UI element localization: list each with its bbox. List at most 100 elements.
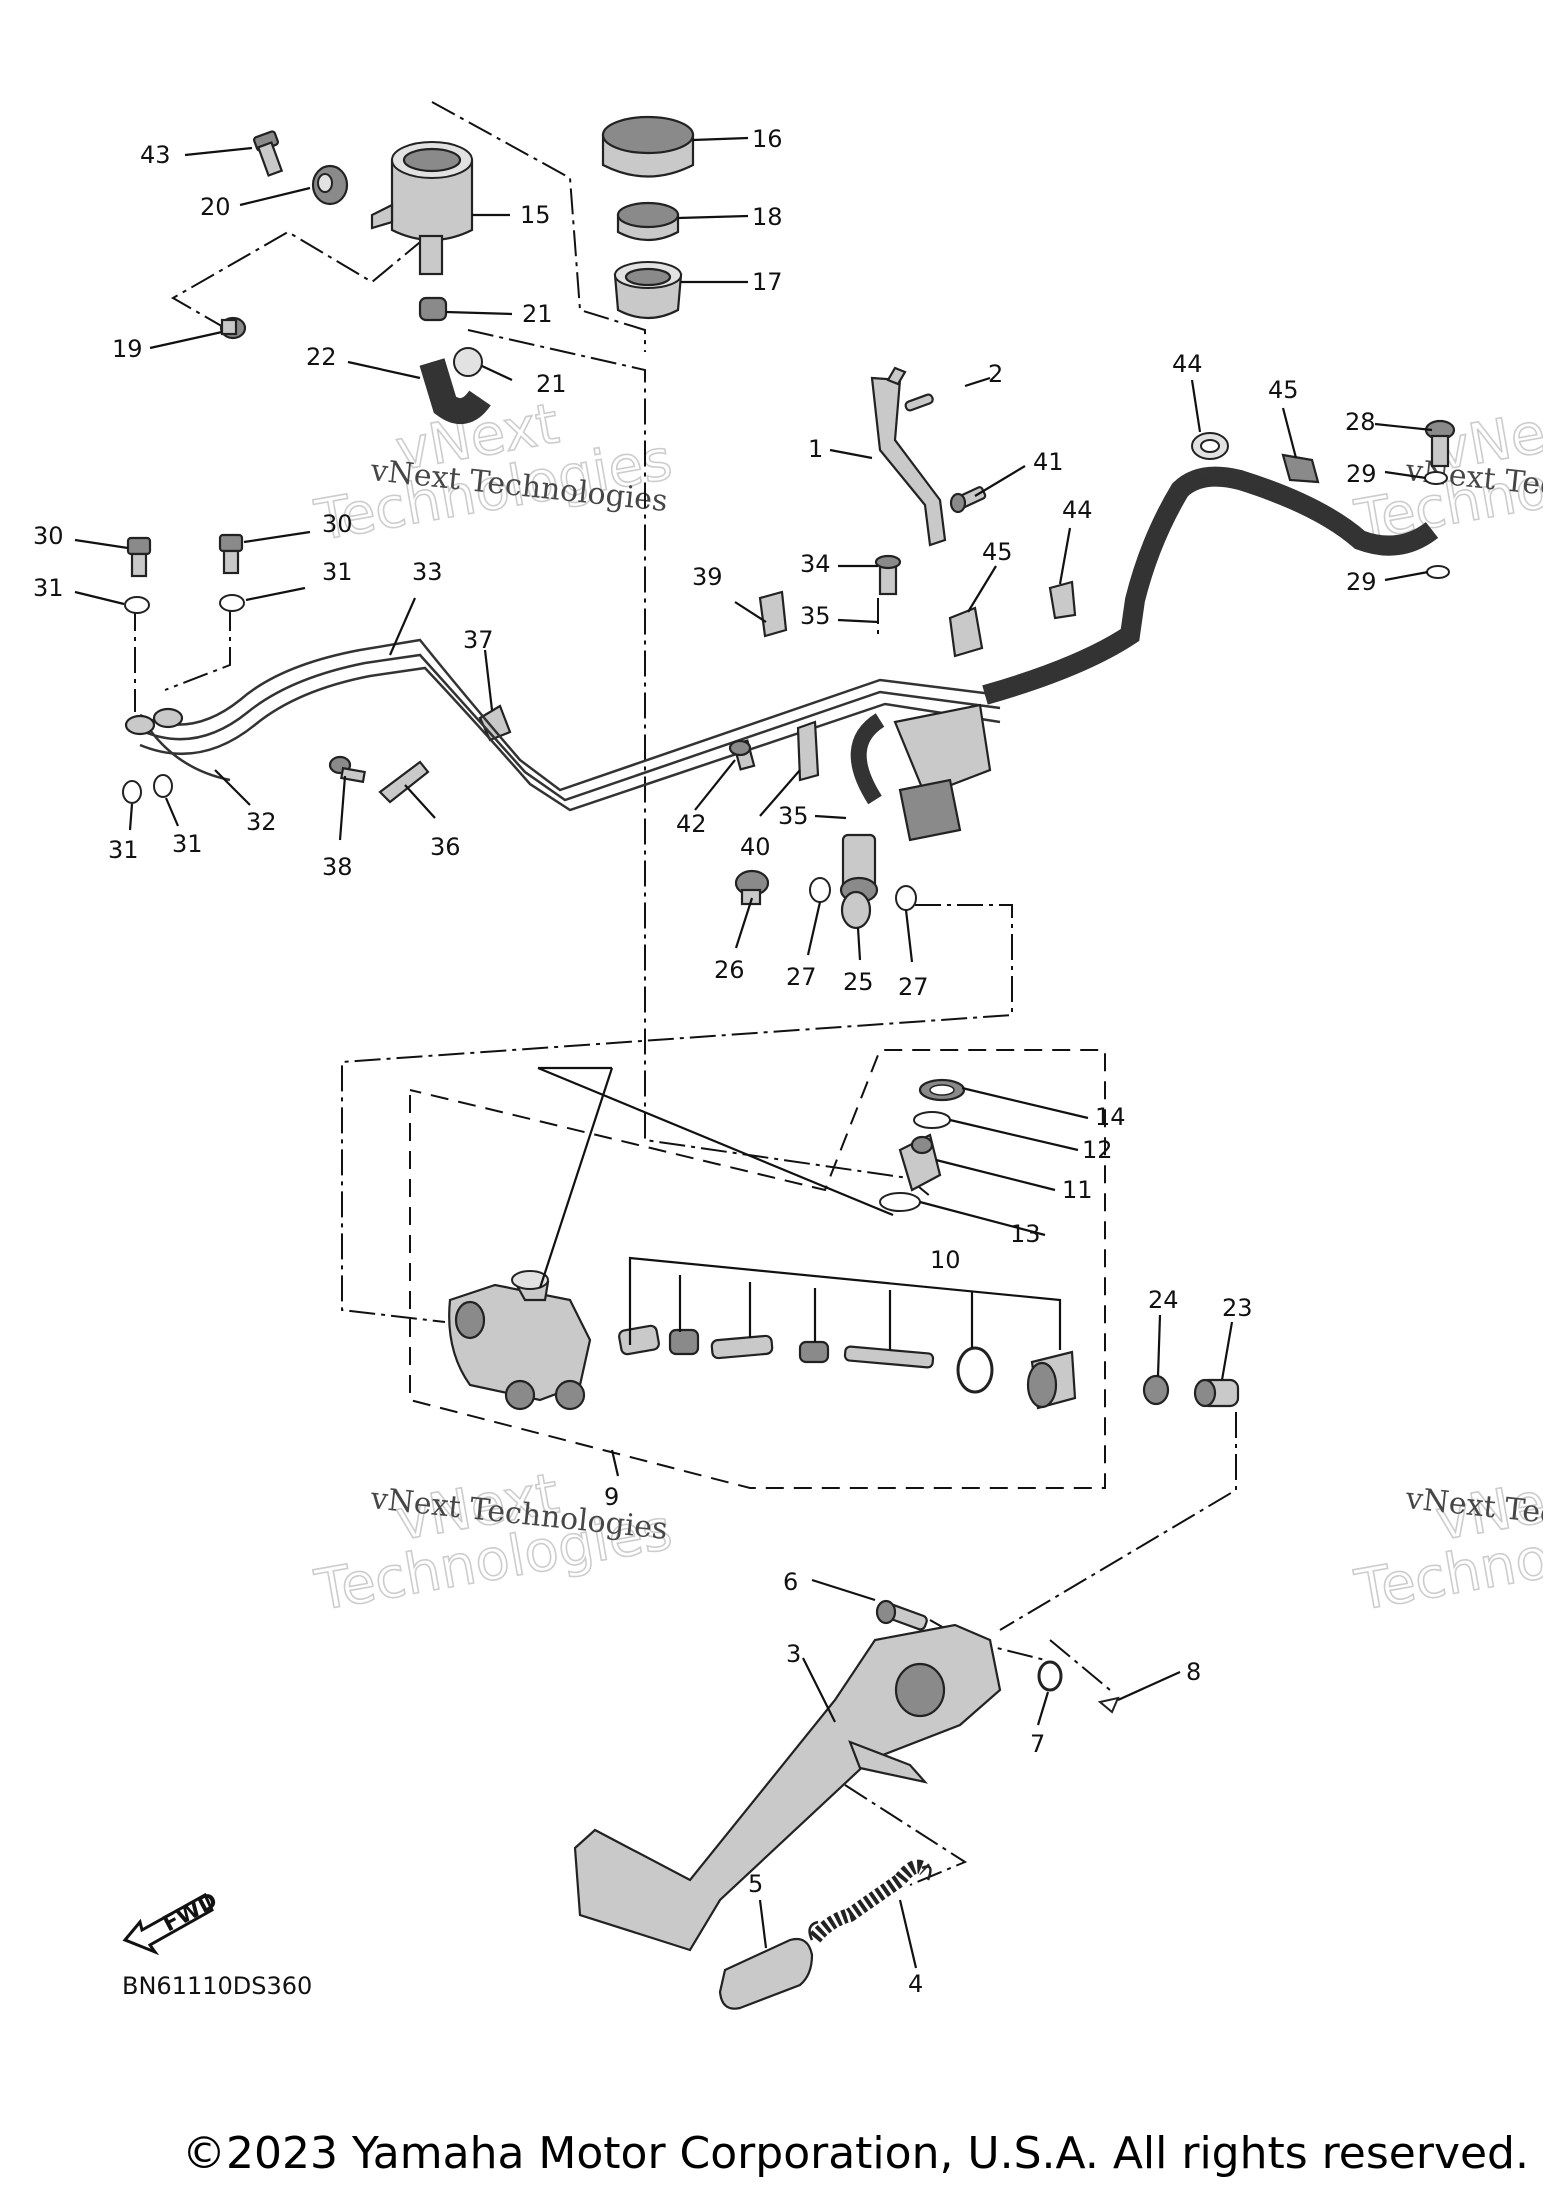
bolt-19 xyxy=(219,316,247,340)
callout-26: 26 xyxy=(714,956,745,984)
callout-36: 36 xyxy=(430,833,461,861)
reservoir-cap-16 xyxy=(601,115,695,178)
callout-31d: 31 xyxy=(172,830,203,858)
grommet-20 xyxy=(311,164,349,206)
pin-2 xyxy=(904,393,934,412)
joint-block xyxy=(850,703,992,842)
bolt-38 xyxy=(328,755,366,784)
callout-28: 28 xyxy=(1345,408,1376,436)
callout-45b: 45 xyxy=(982,538,1013,566)
callout-33: 33 xyxy=(412,558,443,586)
washer-31b xyxy=(219,594,245,612)
kit-boot xyxy=(1026,1350,1077,1410)
kit-seal xyxy=(798,1340,830,1364)
callout-30b: 30 xyxy=(322,510,353,538)
hose-fitting-35 xyxy=(839,833,879,904)
callout-31a: 31 xyxy=(33,574,64,602)
washer-7 xyxy=(1037,1660,1063,1692)
callout-35a: 35 xyxy=(800,602,831,630)
bolt-42 xyxy=(728,739,756,771)
union-bolt-25 xyxy=(840,890,872,930)
callout-20: 20 xyxy=(200,193,231,221)
callout-31c: 31 xyxy=(108,836,139,864)
leader-lines xyxy=(74,136,1433,1969)
clamp-39 xyxy=(758,590,788,638)
washer-31a xyxy=(124,596,150,614)
diagram-code: BN61110DS360 xyxy=(122,1972,313,2000)
bracket-1 xyxy=(870,366,947,547)
bolt-43 xyxy=(253,130,284,177)
callout-2: 2 xyxy=(988,360,1003,388)
diaphragm-17 xyxy=(613,261,683,320)
callout-11: 11 xyxy=(1062,1176,1093,1204)
assembly-lines xyxy=(134,101,1237,1886)
callout-6: 6 xyxy=(783,1568,798,1596)
callout-23: 23 xyxy=(1222,1294,1253,1322)
clip-36 xyxy=(378,760,430,804)
bolt-6 xyxy=(875,1599,928,1631)
callout-17: 17 xyxy=(752,268,783,296)
fwd-arrow: FWD xyxy=(122,1888,222,1956)
bolt-28 xyxy=(1424,419,1456,468)
callout-35b: 35 xyxy=(778,802,809,830)
copyright-notice: ©2023 Yamaha Motor Corporation, U.S.A. A… xyxy=(182,2128,1529,2179)
master-cylinder-body xyxy=(448,1270,592,1411)
washer-31c xyxy=(122,780,142,804)
callout-9: 9 xyxy=(604,1483,619,1511)
callout-18: 18 xyxy=(752,203,783,231)
return-spring-4 xyxy=(808,1859,932,1943)
brake-hose-right xyxy=(982,466,1439,705)
callout-40: 40 xyxy=(740,833,771,861)
brake-pipe-33 xyxy=(139,638,1001,812)
bolt-34 xyxy=(874,554,902,596)
callout-1: 1 xyxy=(808,435,823,463)
brake-pedal-3 xyxy=(573,1623,1002,1952)
kit-cup xyxy=(668,1328,700,1356)
clip-21b xyxy=(453,347,483,377)
callout-38: 38 xyxy=(322,853,353,881)
callout-31b: 31 xyxy=(322,558,353,586)
callout-14: 14 xyxy=(1095,1103,1126,1131)
callout-44b: 44 xyxy=(1062,496,1093,524)
callout-32: 32 xyxy=(246,808,277,836)
callout-22: 22 xyxy=(306,343,337,371)
kit-circlip xyxy=(956,1346,994,1394)
callout-29b: 29 xyxy=(1346,568,1377,596)
bolt-30a xyxy=(126,536,152,578)
callout-13: 13 xyxy=(1010,1220,1041,1248)
bolt-30b xyxy=(218,533,244,575)
callout-numbers: 1 2 3 4 5 6 7 8 9 10 11 12 13 14 15 16 1… xyxy=(33,125,1377,1998)
callout-21a: 21 xyxy=(522,300,553,328)
washer-29a xyxy=(1424,471,1448,485)
kit-spring xyxy=(618,1324,660,1356)
kit-push-rod xyxy=(843,1345,935,1369)
callout-3: 3 xyxy=(786,1640,801,1668)
callout-15: 15 xyxy=(520,201,551,229)
joint-23 xyxy=(1193,1378,1240,1408)
clamp-44b xyxy=(1048,580,1077,620)
callout-21b: 21 xyxy=(536,370,567,398)
bolt-41 xyxy=(949,486,987,514)
callout-41: 41 xyxy=(1033,448,1064,476)
diaphragm-plate-18 xyxy=(616,201,680,242)
washer-31d xyxy=(153,774,173,798)
callout-27b: 27 xyxy=(898,973,929,1001)
clip-14 xyxy=(918,1078,966,1102)
pipe-fitting-left xyxy=(124,707,184,736)
callout-44a: 44 xyxy=(1172,350,1203,378)
kit-outline xyxy=(409,1049,1106,1489)
washer-27b xyxy=(895,885,917,911)
clamp-45b xyxy=(948,606,984,658)
watermark-right-top: Technologies vNext vNext Technologies xyxy=(1349,391,1543,555)
callout-4: 4 xyxy=(908,1970,923,1998)
callout-19: 19 xyxy=(112,335,143,363)
kit-piston xyxy=(710,1334,774,1360)
callout-27a: 27 xyxy=(786,963,817,991)
callout-29a: 29 xyxy=(1346,460,1377,488)
clamp-45a xyxy=(1281,453,1320,484)
cotter-pin-8 xyxy=(1097,1696,1120,1714)
callout-30a: 30 xyxy=(33,522,64,550)
pedal-rubber-5 xyxy=(718,1937,814,2010)
clamp-37 xyxy=(478,704,512,742)
